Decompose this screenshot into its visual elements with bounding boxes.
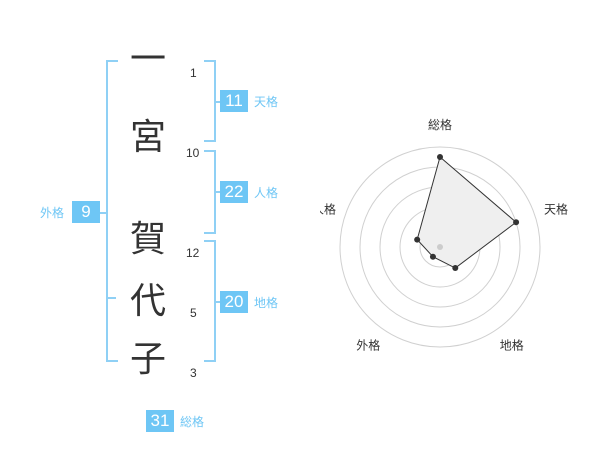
name-char-1: 一 (129, 39, 166, 80)
radar-ring-5 (339, 146, 541, 348)
heaven-value-badge: 11 (220, 90, 248, 112)
earth-value-badge: 20 (220, 291, 248, 313)
outer-bracket-connector (98, 212, 106, 214)
radar-point-4 (414, 236, 421, 243)
radar-point-2 (452, 265, 459, 272)
person-value-badge: 22 (220, 181, 248, 203)
person-label: 人格 (254, 186, 279, 200)
outer-bracket-mid-tick (106, 297, 116, 299)
heaven-bracket-connector (216, 101, 222, 103)
person-bracket-connector (216, 191, 222, 193)
radar-area (416, 156, 517, 269)
earth-label: 地格 (254, 296, 279, 310)
radar-axis-label-1: 天格 (544, 201, 568, 216)
name-char-4: 代 (129, 281, 166, 322)
outer-bracket (106, 60, 118, 362)
total-value-badge: 31 (146, 410, 174, 432)
person-bracket (204, 150, 216, 234)
radar-point-0 (437, 154, 443, 160)
stroke-count-5: 3 (190, 366, 197, 380)
heaven-label: 天格 (254, 95, 279, 109)
stroke-count-4: 5 (190, 306, 197, 320)
outer-label: 外格 (40, 206, 65, 220)
radar-point-3 (429, 253, 436, 260)
earth-bracket (204, 240, 216, 362)
name-char-5: 子 (129, 339, 166, 380)
radar-axis-label-3: 外格 (356, 338, 380, 353)
radar-axis-label-0: 総格 (428, 117, 452, 132)
stroke-count-1: 1 (190, 66, 197, 80)
radar-point-1 (513, 219, 520, 226)
radar-axis-label-4: 人格 (320, 201, 336, 216)
radar-center-dot (437, 244, 443, 250)
name-char-3: 賀 (129, 219, 166, 260)
stroke-count-3: 12 (186, 246, 200, 260)
name-char-2: 宮 (129, 117, 166, 158)
total-label: 総格 (180, 415, 205, 429)
earth-bracket-connector (216, 301, 222, 303)
heaven-bracket (204, 60, 216, 142)
stroke-count-2: 10 (186, 146, 200, 160)
radar-axis-label-2: 地格 (500, 338, 524, 353)
outer-value-badge: 9 (72, 201, 100, 223)
